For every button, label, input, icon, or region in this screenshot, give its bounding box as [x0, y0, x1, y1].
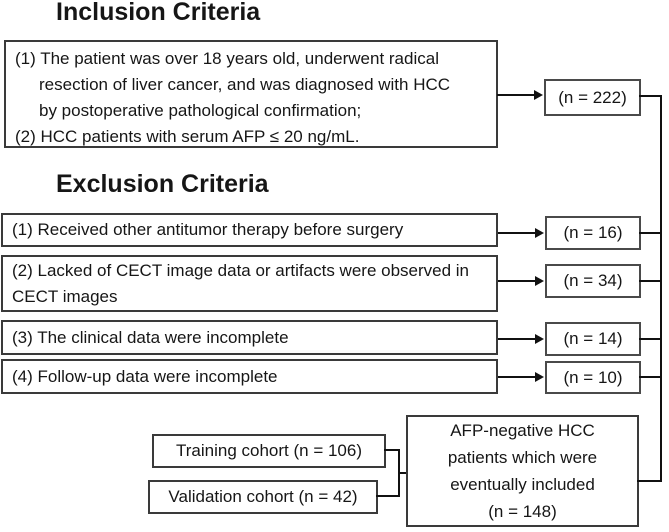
arrow-line-inclusion [497, 94, 535, 96]
training-cohort-label: Training cohort (n = 106) [176, 441, 362, 460]
final-line: (n = 148) [488, 502, 557, 521]
final-line: AFP-negative HCC [450, 421, 595, 440]
training-cohort-box: Training cohort (n = 106) [152, 434, 386, 468]
count-box-excluded-14: (n = 14) [545, 322, 641, 356]
count-label: (n = 14) [563, 329, 623, 348]
count-box-excluded-16: (n = 16) [545, 216, 641, 250]
inclusion-line: resection of liver cancer, and was diagn… [39, 75, 451, 94]
exclusion-box-3: (3) The clinical data were incomplete [1, 320, 498, 355]
exclusion-text: (1) Received other antitumor therapy bef… [12, 220, 404, 239]
connector-rail-to-final [637, 480, 662, 482]
inclusion-line: (2) HCC patients with serum AFP ≤ 20 ng/… [15, 127, 360, 146]
exclusion-box-4: (4) Follow-up data were incomplete [1, 359, 498, 394]
connector-n34-to-rail [639, 280, 662, 282]
arrowhead-exclusion-1 [535, 228, 544, 238]
count-box-excluded-34: (n = 34) [545, 264, 641, 298]
arrowhead-exclusion-3 [535, 334, 544, 344]
arrowhead-exclusion-2 [535, 276, 544, 286]
inclusion-line: by postoperative pathological confirmati… [39, 101, 362, 120]
exclusion-box-2: (2) Lacked of CECT image data or artifac… [1, 255, 498, 312]
count-box-excluded-10: (n = 10) [545, 361, 641, 394]
final-line: eventually included [450, 475, 595, 494]
inclusion-criteria-title: Inclusion Criteria [56, 0, 261, 26]
connector-bracket-vertical [398, 449, 400, 497]
connector-validation-to-bracket [376, 495, 400, 497]
connector-n10-to-rail [639, 376, 662, 378]
arrowhead-inclusion [534, 90, 543, 100]
arrowhead-exclusion-4 [535, 372, 544, 382]
arrow-line-exclusion-1 [498, 232, 535, 234]
inclusion-criteria-box: (1) The patient was over 18 years old, u… [4, 40, 498, 148]
exclusion-text: (4) Follow-up data were incomplete [12, 366, 278, 386]
connector-bracket-to-final [400, 472, 406, 474]
count-label: (n = 34) [563, 271, 623, 290]
final-included-box: AFP-negative HCC patients which were eve… [406, 415, 639, 527]
connector-n16-to-rail [639, 232, 662, 234]
exclusion-criteria-title: Exclusion Criteria [56, 170, 269, 198]
connector-right-rail [660, 95, 662, 482]
connector-n14-to-rail [639, 338, 662, 340]
arrow-line-exclusion-4 [498, 376, 535, 378]
count-label: (n = 16) [563, 223, 623, 242]
connector-n222-to-rail [639, 95, 662, 97]
count-label: (n = 10) [563, 367, 623, 387]
exclusion-box-1: (1) Received other antitumor therapy bef… [1, 213, 498, 247]
validation-cohort-box: Validation cohort (n = 42) [148, 480, 378, 514]
validation-cohort-label: Validation cohort (n = 42) [168, 487, 358, 506]
exclusion-text: (2) Lacked of CECT image data or artifac… [12, 261, 470, 306]
arrow-line-exclusion-2 [498, 280, 535, 282]
count-box-included-222: (n = 222) [544, 79, 641, 116]
connector-training-to-bracket [384, 449, 400, 451]
count-label: (n = 222) [558, 87, 627, 107]
arrow-line-exclusion-3 [498, 338, 535, 340]
exclusion-text: (3) The clinical data were incomplete [12, 327, 289, 347]
inclusion-line: (1) The patient was over 18 years old, u… [15, 49, 439, 68]
final-line: patients which were [447, 448, 598, 467]
